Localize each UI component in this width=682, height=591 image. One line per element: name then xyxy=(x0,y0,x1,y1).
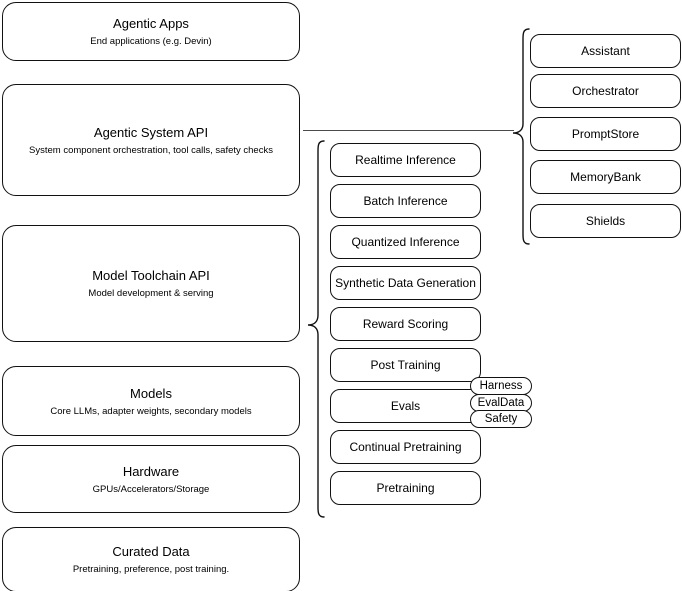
chip-label: Batch Inference xyxy=(363,194,448,208)
chip-label: Pretraining xyxy=(376,481,435,495)
toolchain-chip-realtime-inference[interactable]: Realtime Inference xyxy=(330,143,481,177)
eval-tag-safety[interactable]: Safety xyxy=(470,410,532,428)
layer-agentic-system-api[interactable]: Agentic System API System component orch… xyxy=(2,84,300,196)
layer-agentic-apps[interactable]: Agentic Apps End applications (e.g. Devi… xyxy=(2,2,300,61)
layer-models[interactable]: Models Core LLMs, adapter weights, secon… xyxy=(2,366,300,436)
layer-model-toolchain-api[interactable]: Model Toolchain API Model development & … xyxy=(2,225,300,342)
chip-label: Reward Scoring xyxy=(362,317,449,331)
agentic-system-connector-line xyxy=(303,130,514,131)
toolchain-chip-evals[interactable]: Evals xyxy=(330,389,481,423)
toolchain-brace xyxy=(307,140,325,518)
chip-label: Post Training xyxy=(370,358,441,372)
layer-title: Hardware xyxy=(122,463,180,479)
layer-subtitle: Model development & serving xyxy=(88,288,214,299)
chip-label: Continual Pretraining xyxy=(349,440,462,454)
agentic-chip-assistant[interactable]: Assistant xyxy=(530,34,681,68)
toolchain-chip-post-training[interactable]: Post Training xyxy=(330,348,481,382)
layer-title: Curated Data xyxy=(112,544,190,559)
layer-subtitle: GPUs/Accelerators/Storage xyxy=(92,483,210,495)
chip-label: Orchestrator xyxy=(572,84,639,98)
eval-tag-harness[interactable]: Harness xyxy=(470,377,532,395)
layer-subtitle: End applications (e.g. Devin) xyxy=(90,36,212,47)
agentic-chip-promptstore[interactable]: PromptStore xyxy=(530,117,681,151)
layer-title: Models xyxy=(130,385,172,401)
toolchain-chip-pretraining[interactable]: Pretraining xyxy=(330,471,481,505)
layer-title: Agentic Apps xyxy=(113,16,189,31)
layer-subtitle: Core LLMs, adapter weights, secondary mo… xyxy=(50,405,252,417)
chip-label: Assistant xyxy=(581,44,630,58)
toolchain-chip-batch-inference[interactable]: Batch Inference xyxy=(330,184,481,218)
chip-label: Shields xyxy=(585,214,626,228)
pill-label: Safety xyxy=(484,412,518,425)
layer-subtitle: Pretraining, preference, post training. xyxy=(72,564,230,575)
agentic-chip-memorybank[interactable]: MemoryBank xyxy=(530,160,681,194)
pill-label: Harness xyxy=(479,379,523,392)
layer-title: Agentic System API xyxy=(93,124,209,140)
chip-label: MemoryBank xyxy=(570,170,641,184)
layer-curated-data[interactable]: Curated Data Pretraining, preference, po… xyxy=(2,527,300,591)
chip-label: Synthetic Data Generation xyxy=(335,276,476,290)
chip-label: Realtime Inference xyxy=(355,153,456,167)
toolchain-chip-continual-pretraining[interactable]: Continual Pretraining xyxy=(330,430,481,464)
chip-label: PromptStore xyxy=(571,127,640,141)
agentic-components-brace xyxy=(512,28,530,245)
chip-label: Quantized Inference xyxy=(351,235,460,249)
toolchain-chip-quantized-inference[interactable]: Quantized Inference xyxy=(330,225,481,259)
chip-label: Evals xyxy=(390,399,421,413)
layer-title: Model Toolchain API xyxy=(92,268,210,283)
layer-hardware[interactable]: Hardware GPUs/Accelerators/Storage xyxy=(2,445,300,513)
toolchain-chip-synthetic-data-generation[interactable]: Synthetic Data Generation xyxy=(330,266,481,300)
pill-label: EvalData xyxy=(477,396,525,409)
layer-subtitle: System component orchestration, tool cal… xyxy=(29,144,273,156)
agentic-chip-orchestrator[interactable]: Orchestrator xyxy=(530,74,681,108)
agentic-chip-shields[interactable]: Shields xyxy=(530,204,681,238)
toolchain-chip-reward-scoring[interactable]: Reward Scoring xyxy=(330,307,481,341)
